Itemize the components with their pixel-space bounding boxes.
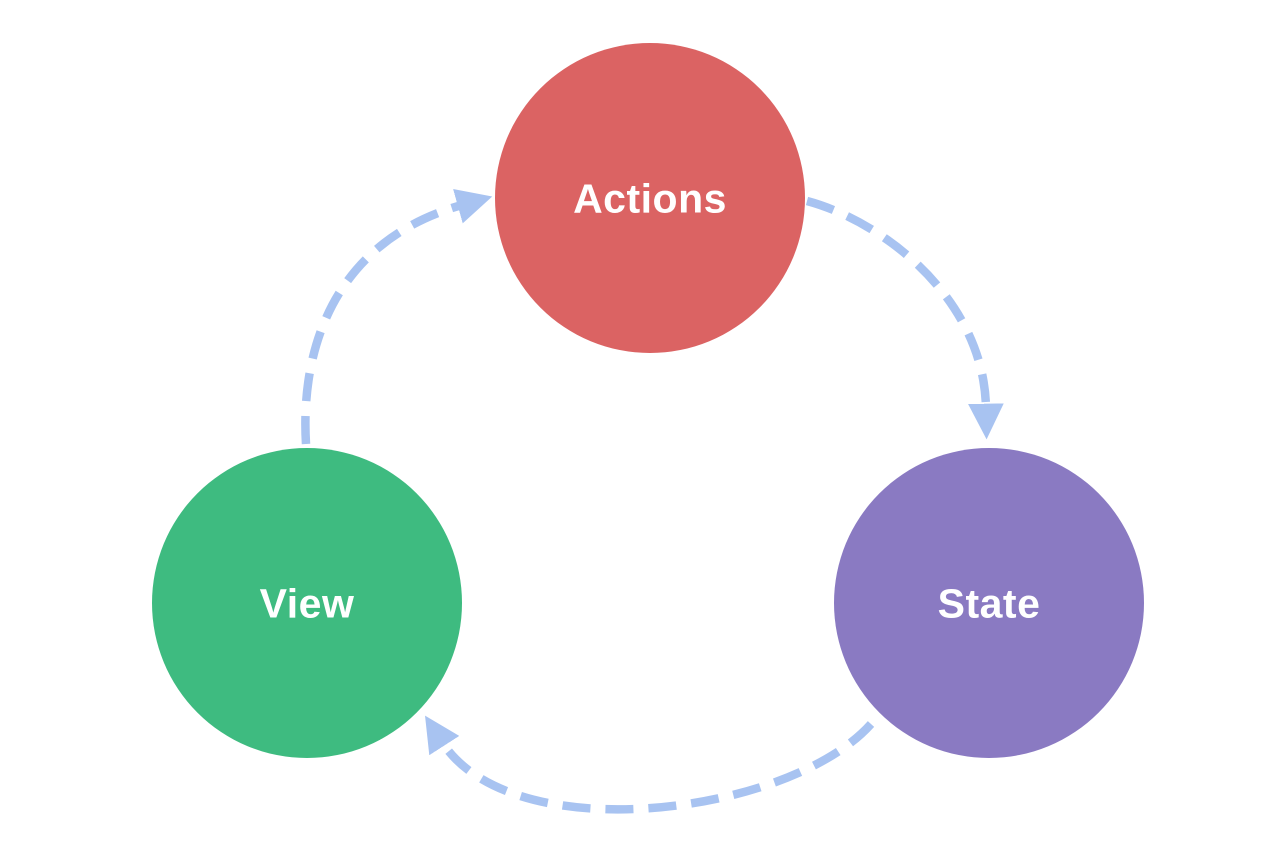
- view-circle: [152, 448, 462, 758]
- state-label: State: [938, 580, 1041, 626]
- edge-view-to-actions: [301, 188, 493, 445]
- node-view: View: [152, 448, 462, 758]
- edge-state-to-view: [424, 715, 875, 814]
- node-state: State: [834, 448, 1144, 758]
- state-circle: [834, 448, 1144, 758]
- actions-circle: [495, 43, 805, 353]
- view-label: View: [260, 580, 355, 626]
- node-actions: Actions: [495, 43, 805, 353]
- actions-label: Actions: [573, 175, 727, 221]
- edge-actions-to-state: [805, 196, 1004, 440]
